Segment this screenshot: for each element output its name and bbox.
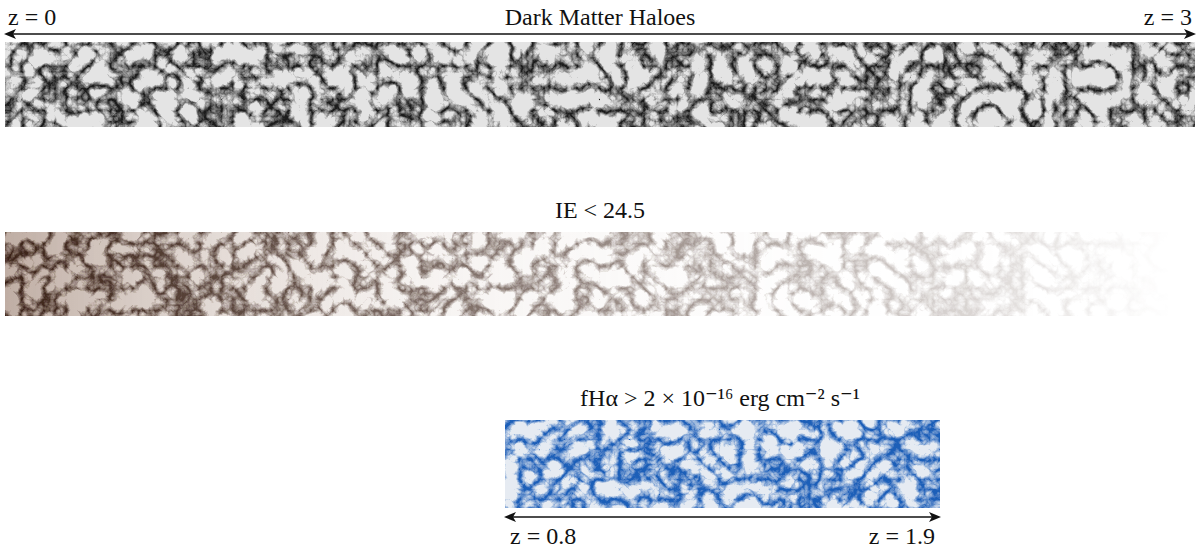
- strip-heading: IE < 24.5: [552, 198, 648, 222]
- strip-heading: Dark Matter Haloes: [502, 5, 699, 29]
- strip-heading: fHα > 2 × 10⁻¹⁶ erg cm⁻² s⁻¹: [577, 386, 863, 410]
- survey-strip: IE < 24.5: [5, 195, 1170, 316]
- survey-strip: fHα > 2 × 10⁻¹⁶ erg cm⁻² s⁻¹: [505, 380, 940, 508]
- redshift-label: z = 0.8: [508, 524, 578, 548]
- redshift-label: z = 1.9: [867, 524, 937, 548]
- redshift-label: z = 3: [1142, 5, 1194, 29]
- redshift-label: z = 0: [6, 5, 58, 29]
- survey-strip: Dark Matter Haloes: [5, 0, 1195, 127]
